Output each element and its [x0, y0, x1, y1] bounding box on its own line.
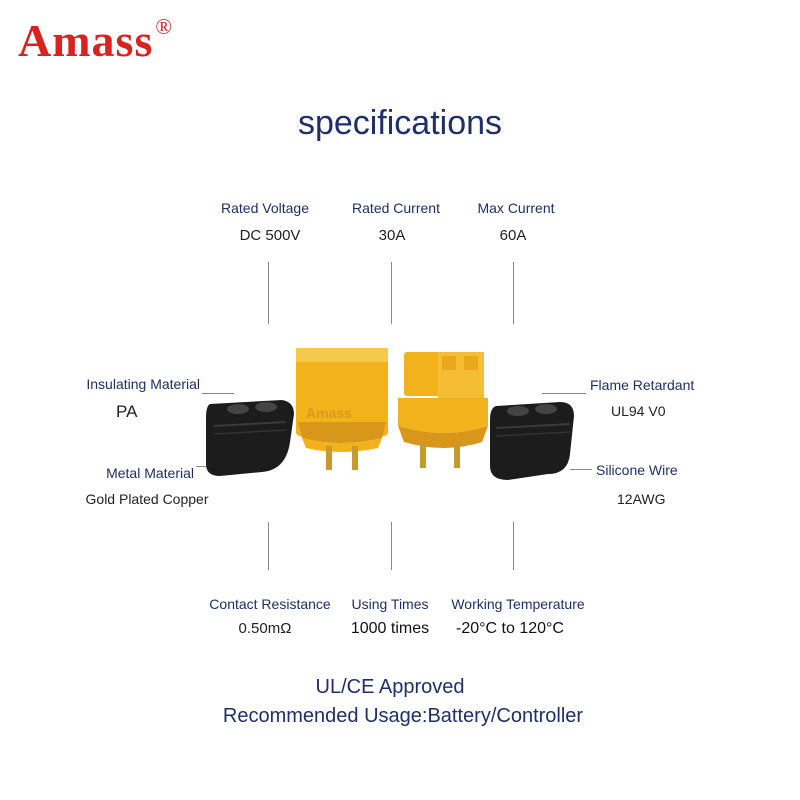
leader-line-max-current [513, 262, 514, 324]
max-current-label: Max Current [477, 200, 555, 216]
using-times-label: Using Times [351, 596, 429, 612]
leader-line-silicone [570, 469, 592, 470]
rated-current-label: Rated Current [352, 200, 440, 216]
working-temperature-label: Working Temperature [451, 596, 585, 612]
leader-line-metal [196, 466, 210, 467]
leader-line-rated-current [391, 262, 392, 324]
left-black-cap [206, 400, 294, 476]
max-current-value: 60A [499, 227, 527, 244]
insulating-material-value: PA [116, 402, 138, 421]
approval-text: UL/CE Approved [315, 676, 465, 698]
leader-line-flame [542, 393, 586, 394]
female-connector [398, 352, 488, 468]
male-connector: Amass [296, 348, 388, 470]
leader-line-contact-resistance [268, 522, 269, 570]
metal-material-label: Metal Material [106, 465, 194, 481]
leader-line-voltage [268, 262, 269, 324]
connector-brand-mark: Amass [306, 405, 352, 421]
usage-text: Recommended Usage:Battery/Controller [222, 705, 584, 727]
silicone-wire-label: Silicone Wire [596, 462, 678, 478]
brand-name: Amass [18, 15, 154, 66]
rated-voltage-value: DC 500V [239, 227, 301, 244]
page-title: specifications [297, 104, 503, 142]
flame-retardant-value: UL94 V0 [611, 403, 666, 419]
rated-voltage-label: Rated Voltage [221, 200, 309, 216]
contact-resistance-label: Contact Resistance [209, 596, 331, 612]
leader-line-using-times [391, 522, 392, 570]
working-temperature-value: -20°C to 120°C [456, 620, 564, 637]
contact-resistance-value: 0.50mΩ [238, 620, 292, 637]
flame-retardant-label: Flame Retardant [590, 377, 695, 393]
silicone-wire-value: 12AWG [617, 491, 666, 507]
rated-current-value: 30A [378, 227, 406, 244]
leader-line-working-temperature [513, 522, 514, 570]
insulating-material-label: Insulating Material [86, 376, 200, 392]
metal-material-value: Gold Plated Copper [85, 491, 209, 507]
leader-line-insulating [202, 393, 234, 394]
registered-mark: ® [155, 14, 174, 39]
amass-logo: Amass® [18, 14, 173, 67]
using-times-value: 1000 times [350, 620, 430, 637]
connector-illustration: Amass [206, 348, 574, 480]
right-black-cap [490, 402, 574, 480]
